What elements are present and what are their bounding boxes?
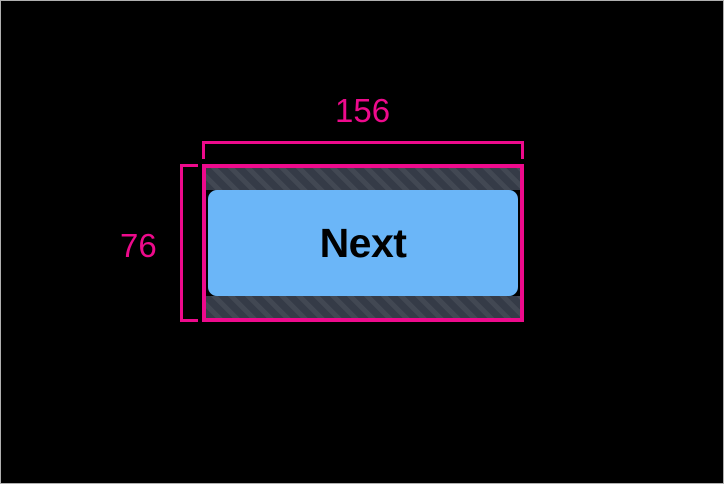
- height-dimension-bracket: [180, 164, 198, 322]
- width-dimension-label: 156: [335, 92, 391, 129]
- next-button[interactable]: Next: [208, 190, 518, 296]
- height-dimension-label: 76: [120, 227, 157, 264]
- width-dimension-bracket: [202, 141, 524, 159]
- next-button-label: Next: [319, 219, 407, 266]
- element-bounds-highlight: [202, 164, 524, 322]
- padding-hatch-top: [206, 168, 520, 190]
- inspected-element: Next: [206, 168, 520, 318]
- padding-hatch-bottom: [206, 296, 520, 318]
